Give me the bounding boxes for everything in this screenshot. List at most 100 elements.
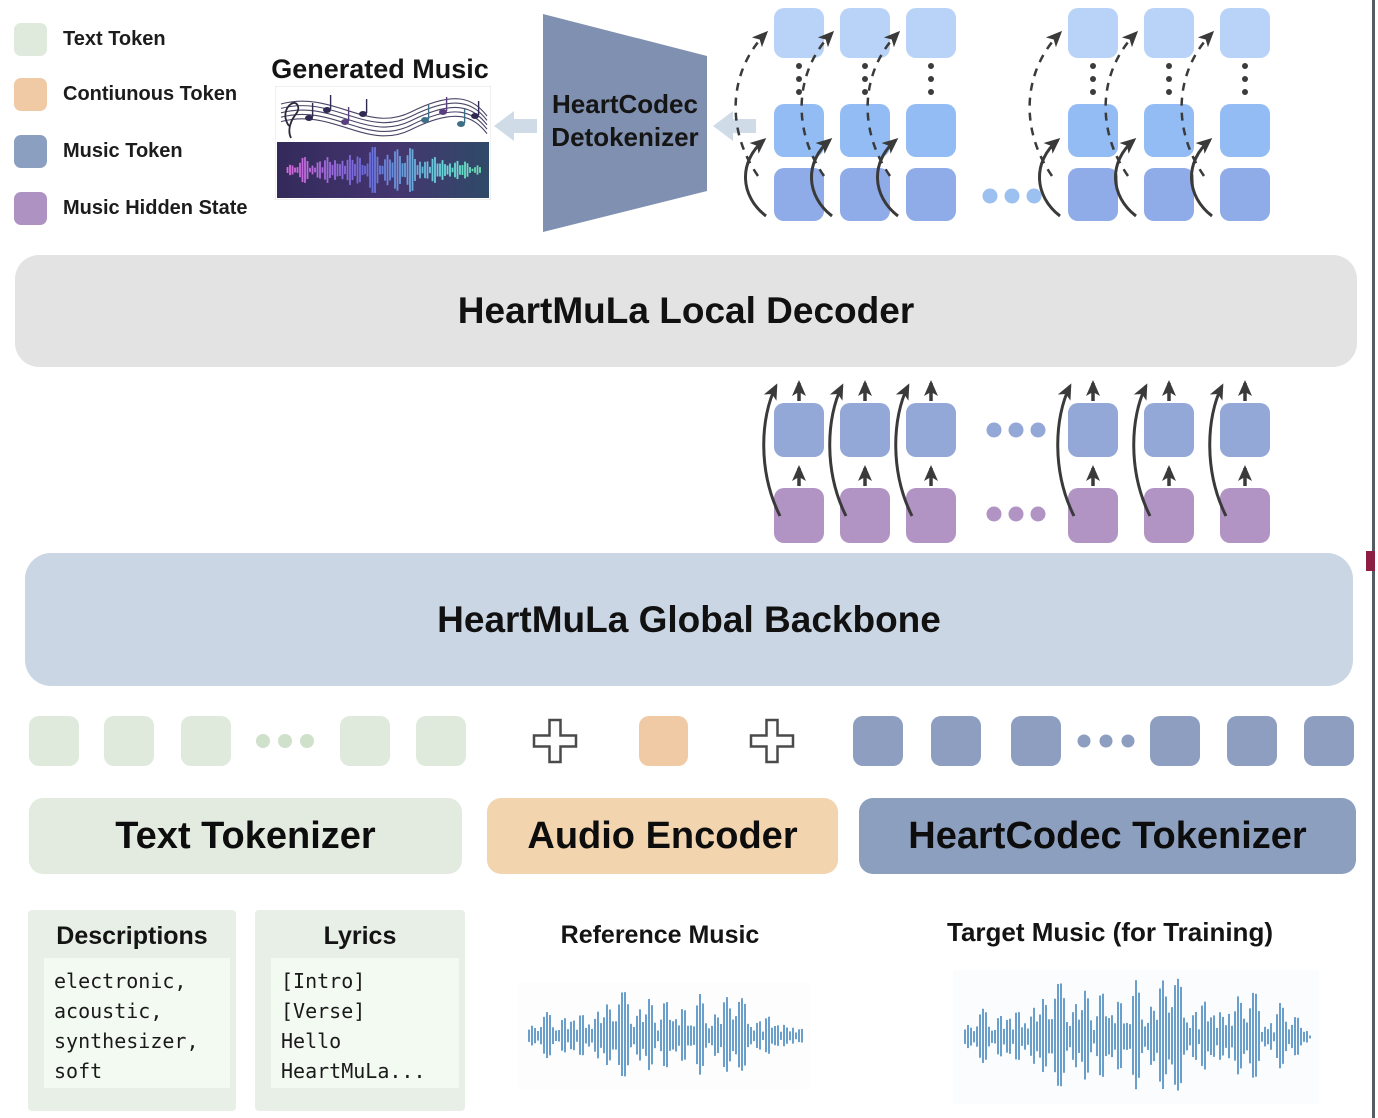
- horizontal-ellipsis-icon: [1099, 734, 1113, 748]
- text-tokenizer-box: Text Tokenizer: [29, 798, 462, 874]
- lyrics-line: [Verse]: [281, 999, 366, 1023]
- horizontal-ellipsis-icon: [1026, 188, 1042, 204]
- text-token-swatch: [14, 23, 47, 56]
- description-line: synthesizer,: [54, 1029, 199, 1053]
- music-token-mid: [906, 104, 956, 157]
- music-token-mid: [1068, 104, 1118, 157]
- horizontal-ellipsis-icon: [300, 734, 314, 748]
- music-hidden-state-square: [1144, 488, 1194, 543]
- heartcodec-tokenizer-label: HeartCodec Tokenizer: [908, 814, 1307, 857]
- flow-arrow-left-icon: [713, 111, 756, 141]
- skip-dashed-arrow: [866, 30, 901, 177]
- lyrics-line: Hello: [281, 1029, 342, 1053]
- music-token-square: [1227, 716, 1277, 766]
- music-token-bottom: [774, 168, 824, 221]
- vertical-ellipsis-icon: [796, 89, 802, 95]
- waveform-image: [964, 978, 1311, 1091]
- music-token-square: [774, 403, 824, 457]
- music-token-mid: [774, 104, 824, 157]
- vertical-ellipsis-icon: [928, 89, 934, 95]
- treble-clef-icon: [284, 102, 300, 139]
- heartcodec-detokenizer-block: HeartCodec Detokenizer: [545, 88, 705, 154]
- skip-dashed-arrow: [1104, 30, 1139, 177]
- music-token-mid: [1144, 104, 1194, 157]
- heartcodec-tokenizer-box: HeartCodec Tokenizer: [859, 798, 1356, 874]
- descriptions-text-box: electronic, acoustic, synthesizer, soft: [44, 958, 230, 1088]
- lyrics-line: [Intro]: [281, 969, 366, 993]
- music-staff-line: [280, 102, 488, 124]
- hidden-bypass-arrow: [1208, 383, 1228, 517]
- plus-concat-icon: [749, 718, 795, 764]
- music-note-icon: [341, 119, 349, 125]
- audio-encoder-label: Audio Encoder: [527, 814, 798, 857]
- lyrics-line: HeartMuLa...: [281, 1059, 426, 1083]
- music-token-top: [906, 8, 956, 58]
- autoregressive-arrow: [1038, 138, 1061, 218]
- description-line: acoustic,: [54, 999, 163, 1023]
- horizontal-ellipsis-icon: [278, 734, 292, 748]
- horizontal-ellipsis-icon: [982, 188, 998, 204]
- music-note-icon: [359, 111, 367, 117]
- text-tokenizer-label: Text Tokenizer: [115, 814, 376, 857]
- horizontal-ellipsis-icon: [1030, 506, 1046, 522]
- music-token-bottom: [1144, 168, 1194, 221]
- autoregressive-arrow: [1114, 138, 1137, 218]
- horizontal-ellipsis-icon: [986, 506, 1002, 522]
- music-note-icon: [323, 107, 331, 113]
- music-hidden-state-square: [1220, 488, 1270, 543]
- horizontal-ellipsis-icon: [256, 734, 270, 748]
- text-token-square: [29, 716, 79, 766]
- target-music-title: Target Music (for Training): [947, 917, 1273, 947]
- horizontal-ellipsis-icon: [1030, 422, 1046, 438]
- vertical-ellipsis-icon: [928, 76, 934, 82]
- waveform-image: [528, 992, 803, 1077]
- vertical-ellipsis-icon: [928, 63, 934, 69]
- music-note-icon: [421, 117, 429, 123]
- descriptions-card: Descriptions electronic, acoustic, synth…: [28, 910, 236, 1111]
- music-token-square: [1150, 716, 1200, 766]
- music-token-bottom: [1220, 168, 1270, 221]
- horizontal-ellipsis-icon: [1008, 506, 1024, 522]
- continuous-token-square: [639, 716, 688, 766]
- music-note-icon: [457, 121, 465, 127]
- vertical-ellipsis-icon: [1090, 89, 1096, 95]
- autoregressive-arrow: [744, 138, 767, 218]
- hidden-bypass-arrow: [1132, 383, 1152, 517]
- music-note-icon: [439, 109, 447, 115]
- global-backbone-label: HeartMuLa Global Backbone: [437, 598, 941, 640]
- music-token-square: [1144, 403, 1194, 457]
- music-token-top: [1144, 8, 1194, 58]
- detokenizer-label-line1: HeartCodec: [552, 89, 698, 119]
- heartmula-local-decoder-bar: HeartMuLa Local Decoder: [15, 255, 1357, 367]
- music-token-swatch: [14, 135, 47, 168]
- music-token-top: [1220, 8, 1270, 58]
- vertical-ellipsis-icon: [1166, 89, 1172, 95]
- music-token-square: [1220, 403, 1270, 457]
- music-token-square: [906, 403, 956, 457]
- legend-label: Text Token: [63, 28, 166, 50]
- generated-music-image: [274, 85, 492, 205]
- vertical-ellipsis-icon: [1090, 63, 1096, 69]
- hidden-bypass-arrow: [828, 383, 848, 517]
- lyrics-card: Lyrics [Intro] [Verse] Hello HeartMuLa..…: [255, 910, 465, 1111]
- text-token-square: [104, 716, 154, 766]
- lyrics-text-box: [Intro] [Verse] Hello HeartMuLa...: [271, 958, 459, 1088]
- legend-item-text-token: Text Token: [14, 23, 166, 56]
- hidden-bypass-arrow: [1056, 383, 1076, 517]
- legend-label: Music Hidden State: [63, 197, 248, 219]
- text-token-square: [181, 716, 231, 766]
- generated-music-title: Generated Music: [271, 54, 489, 84]
- vertical-ellipsis-icon: [862, 63, 868, 69]
- horizontal-ellipsis-icon: [1077, 734, 1091, 748]
- music-token-square: [840, 403, 890, 457]
- music-staff-line: [280, 98, 488, 119]
- text-token-square: [416, 716, 466, 766]
- description-line: electronic,: [54, 969, 187, 993]
- music-note-icon: [471, 113, 479, 119]
- music-token-top: [1068, 8, 1118, 58]
- skip-dashed-arrow: [1028, 30, 1063, 177]
- description-line: soft: [54, 1059, 103, 1083]
- music-staff-line: [280, 106, 488, 128]
- horizontal-ellipsis-icon: [986, 422, 1002, 438]
